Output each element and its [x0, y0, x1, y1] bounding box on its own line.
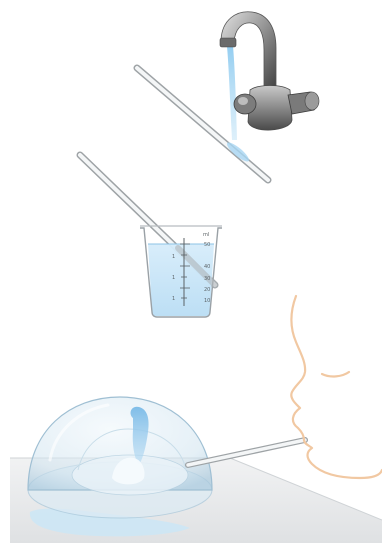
- faucet-icon: [220, 12, 319, 140]
- scale-10: 10: [204, 298, 210, 304]
- scale-50: 50: [204, 242, 210, 248]
- scale-30: 30: [204, 276, 210, 282]
- glass-dome: [28, 397, 212, 518]
- scale-40: 40: [204, 264, 210, 270]
- upper-glass-rod: [137, 68, 268, 180]
- scale-unit: ml: [203, 232, 209, 238]
- face-profile: [291, 296, 382, 478]
- water-stream: [227, 46, 237, 140]
- side-mark-3: 1: [172, 296, 175, 302]
- side-mark-2: 1: [172, 275, 175, 281]
- scale-20: 20: [204, 287, 210, 293]
- side-mark-1: 1: [172, 254, 175, 260]
- beaker: ml 50 40 30 20 10 1 1 1: [140, 226, 222, 317]
